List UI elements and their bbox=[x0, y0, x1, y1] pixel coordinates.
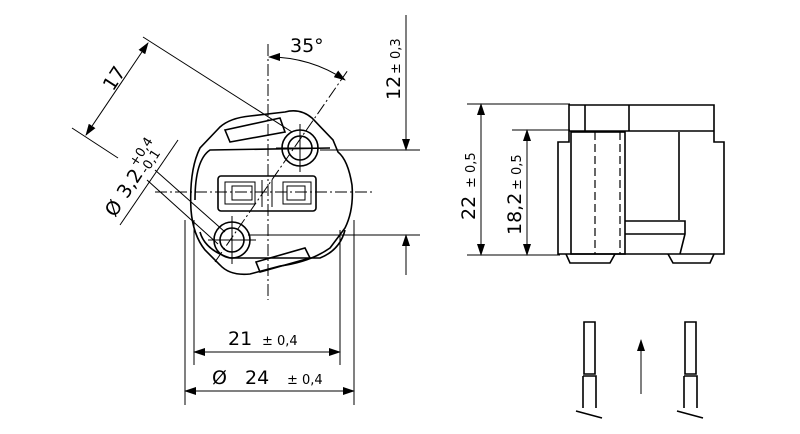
svg-text:Ø: Ø bbox=[101, 196, 128, 221]
pitch-label: 17 bbox=[99, 62, 131, 94]
latch bbox=[625, 220, 686, 255]
extension-line bbox=[71, 127, 119, 159]
pin-base bbox=[676, 410, 704, 419]
pin-channel bbox=[570, 131, 626, 255]
upper-slot bbox=[223, 117, 287, 143]
body-height-label: 18,2 ± 0,5 bbox=[504, 154, 526, 235]
inner-width-value: 21 bbox=[228, 328, 252, 350]
offset-label: 12 ± 0,3 bbox=[383, 38, 405, 100]
outer-diameter-symbol: Ø bbox=[212, 367, 227, 389]
outer-diameter-tol: ± 0,4 bbox=[287, 373, 323, 388]
pin-right bbox=[683, 321, 698, 408]
svg-text:± 0,5: ± 0,5 bbox=[464, 152, 479, 188]
outer-diameter-value: 24 bbox=[245, 367, 269, 389]
pin-axis-line bbox=[214, 69, 349, 263]
feet bbox=[565, 253, 715, 264]
extension-line bbox=[142, 36, 293, 133]
pin-base bbox=[575, 410, 603, 419]
hole-dimension bbox=[119, 139, 179, 226]
upper-pin-hole bbox=[276, 124, 324, 172]
front-view: 35° 17 Ø 3,2 +0,4 -0,1 12 ± 0,3 21 bbox=[71, 15, 420, 405]
pitch-dimension bbox=[85, 42, 149, 136]
svg-text:12: 12 bbox=[383, 76, 405, 100]
svg-text:18,2: 18,2 bbox=[504, 193, 526, 235]
angle-dimension bbox=[268, 52, 346, 81]
side-view: 22 ± 0,5 18,2 ± 0,5 bbox=[458, 103, 725, 264]
svg-text:± 0,5: ± 0,5 bbox=[510, 154, 525, 190]
extension-line bbox=[146, 179, 219, 245]
angle-label: 35° bbox=[290, 35, 324, 57]
lower-slot bbox=[254, 247, 312, 273]
hole-diameter-label: Ø 3,2 +0,4 -0,1 bbox=[101, 135, 164, 221]
svg-text:± 0,3: ± 0,3 bbox=[389, 38, 404, 74]
inner-width-tol: ± 0,4 bbox=[262, 334, 298, 349]
lamp-pins bbox=[575, 321, 704, 419]
side-body-outline bbox=[557, 104, 725, 255]
contact-insert bbox=[217, 175, 317, 212]
total-height-label: 22 ± 0,5 bbox=[458, 152, 480, 220]
pin-left bbox=[582, 321, 597, 408]
extension-line bbox=[154, 169, 226, 233]
socket-body-outline bbox=[189, 110, 354, 276]
svg-text:22: 22 bbox=[458, 196, 480, 220]
